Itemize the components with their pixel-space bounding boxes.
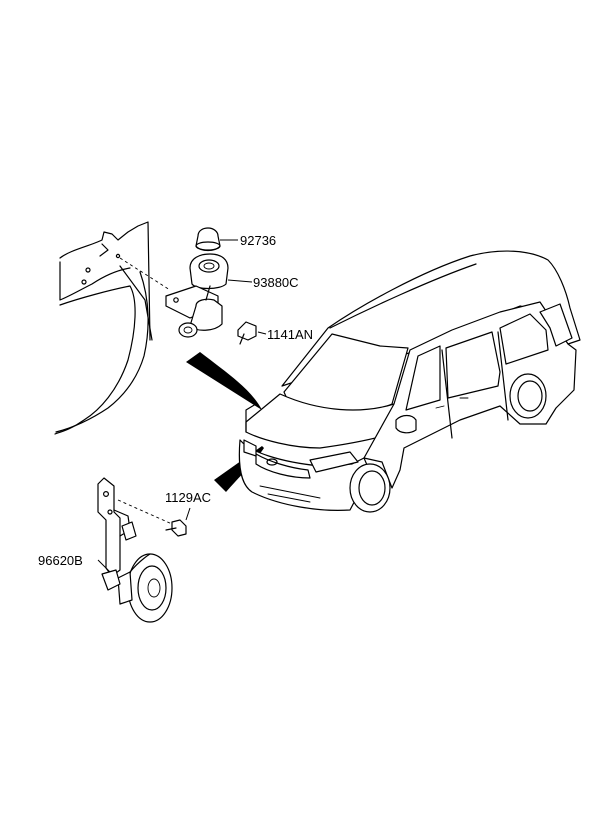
bolt-1141an <box>237 321 267 345</box>
callout-1141an: 1141AN <box>267 327 313 342</box>
callout-96620b: 96620B <box>38 553 83 568</box>
bolt-1129ac <box>117 499 191 537</box>
body-panel <box>54 221 171 435</box>
callout-1129ac: 1129AC <box>165 490 211 505</box>
cap-92736 <box>195 227 238 252</box>
sensor-93880c <box>165 253 253 338</box>
horn-96620b <box>97 477 173 623</box>
callout-93880c: 93880C <box>253 275 299 290</box>
minivan <box>238 250 581 513</box>
callout-92736: 92736 <box>240 233 276 248</box>
